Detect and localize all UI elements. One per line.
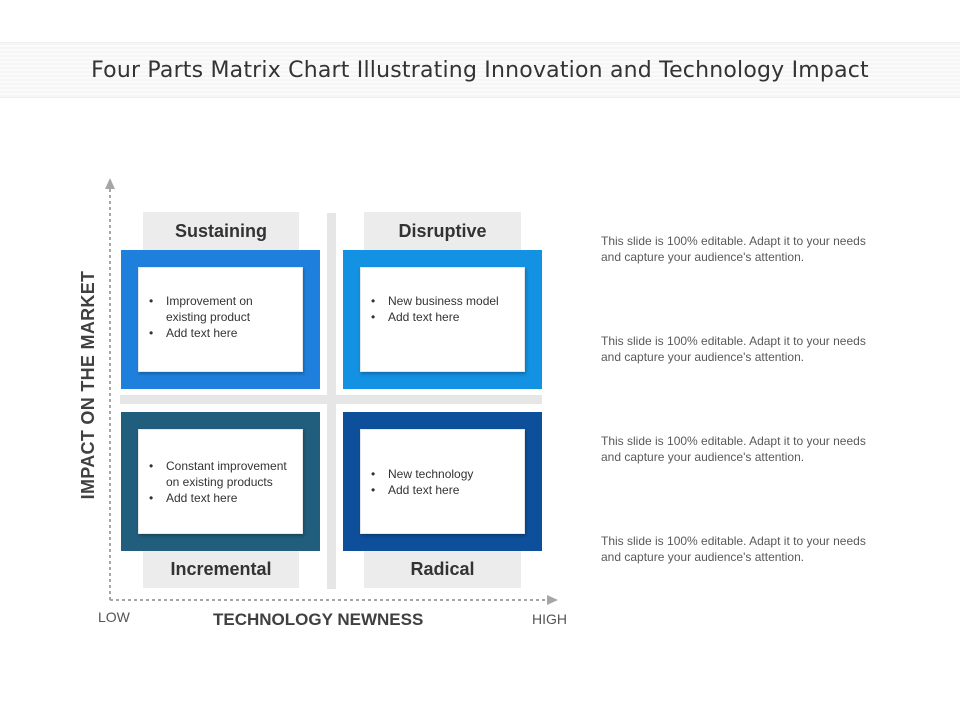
bullet-list: New business model Add text here [361, 293, 505, 325]
quadrant-label-radical: Radical [364, 550, 521, 588]
description-text: This slide is 100% editable. Adapt it to… [601, 534, 866, 564]
bullet-item: Add text here [371, 482, 479, 498]
description-text: This slide is 100% editable. Adapt it to… [601, 434, 866, 464]
matrix-horizontal-divider [120, 395, 542, 404]
quadrant-label-incremental: Incremental [143, 550, 299, 588]
x-axis-arrowhead [547, 595, 558, 605]
quadrant-label-sustaining: Sustaining [143, 212, 299, 250]
y-axis-label: IMPACT ON THE MARKET [78, 270, 98, 500]
bullet-item: Constant improvement on existing product… [149, 458, 302, 490]
quadrant-label-disruptive: Disruptive [364, 212, 521, 250]
bullet-list: Constant improvement on existing product… [139, 458, 302, 506]
bullet-item: Add text here [149, 490, 302, 506]
quadrant-text-box: Improvement on existing product Add text… [138, 267, 303, 372]
x-axis-low-label: LOW [98, 609, 130, 625]
quadrant-text-box: New technology Add text here [360, 429, 525, 534]
quadrant-text-box: Constant improvement on existing product… [138, 429, 303, 534]
quadrant-sustaining: Improvement on existing product Add text… [121, 250, 320, 389]
bullet-item: Add text here [371, 309, 505, 325]
quadrant-disruptive: New business model Add text here [343, 250, 542, 389]
bullet-list: New technology Add text here [361, 466, 479, 498]
quadrant-radical: New technology Add text here [343, 412, 542, 551]
quadrant-text-box: New business model Add text here [360, 267, 525, 372]
description-text: This slide is 100% editable. Adapt it to… [601, 234, 866, 264]
bullet-list: Improvement on existing product Add text… [139, 293, 302, 341]
x-axis-label: TECHNOLOGY NEWNESS [213, 610, 424, 629]
bullet-item: Improvement on existing product [149, 293, 302, 325]
y-axis-arrowhead [105, 178, 115, 189]
description-text: This slide is 100% editable. Adapt it to… [601, 334, 866, 364]
quadrant-incremental: Constant improvement on existing product… [121, 412, 320, 551]
bullet-item: New technology [371, 466, 479, 482]
bullet-item: Add text here [149, 325, 302, 341]
x-axis-high-label: HIGH [532, 611, 567, 627]
bullet-item: New business model [371, 293, 505, 309]
title-band [0, 42, 960, 98]
page-title: Four Parts Matrix Chart Illustrating Inn… [91, 58, 869, 83]
